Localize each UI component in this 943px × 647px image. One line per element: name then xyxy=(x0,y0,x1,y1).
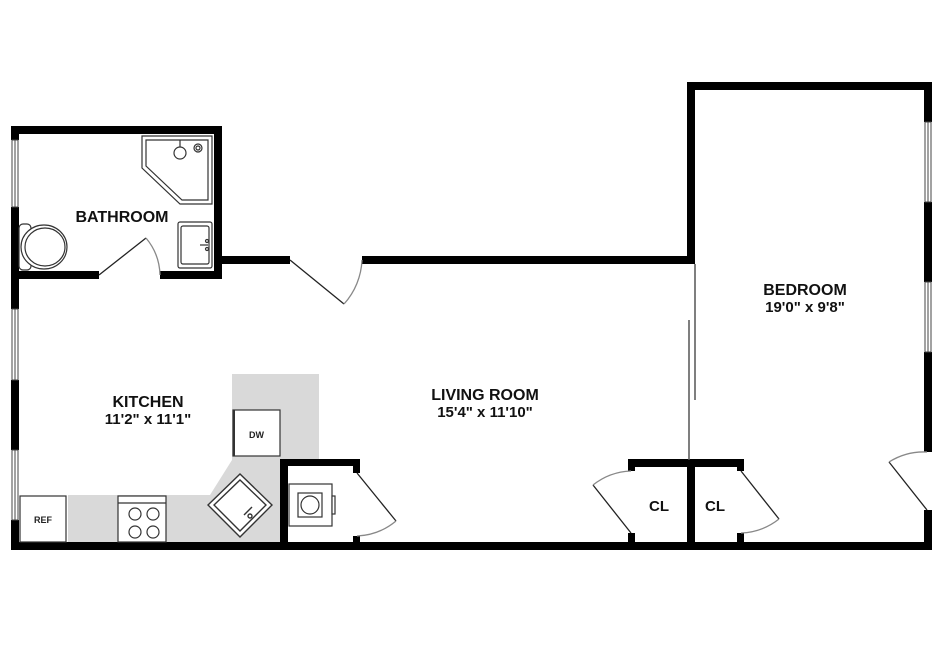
room-name: BATHROOM xyxy=(75,209,169,226)
closet-label-right: CL xyxy=(705,498,725,515)
room-label-bathroom: BATHROOM xyxy=(62,209,182,227)
walls xyxy=(11,82,932,550)
room-dimensions: 19'0" x 9'8" xyxy=(765,298,845,316)
room-name: KITCHEN xyxy=(112,394,184,411)
windows xyxy=(11,121,932,521)
dishwasher-icon xyxy=(232,409,281,457)
room-label-living-room: LIVING ROOM 15'4" x 11'10" xyxy=(410,387,560,421)
closet-label-left: CL xyxy=(649,498,669,515)
stove-icon xyxy=(117,495,167,543)
room-label-kitchen: KITCHEN 11'2" x 11'1" xyxy=(78,394,218,428)
kitchen-sink-icon xyxy=(207,473,273,538)
shower-icon xyxy=(141,135,213,205)
sliding-partition xyxy=(688,264,696,460)
room-dimensions: 11'2" x 11'1" xyxy=(104,410,192,428)
refrigerator-label: REF xyxy=(34,515,52,525)
dishwasher-label: DW xyxy=(249,430,264,440)
washer-icon xyxy=(288,483,336,527)
room-dimensions: 15'4" x 11'10" xyxy=(437,403,533,421)
doors xyxy=(98,237,928,537)
room-name: LIVING ROOM xyxy=(431,387,539,404)
room-label-bedroom: BEDROOM 19'0" x 9'8" xyxy=(740,282,870,316)
room-name: BEDROOM xyxy=(763,282,847,299)
toilet-icon xyxy=(18,223,68,271)
bathroom-sink-icon xyxy=(177,221,213,269)
refrigerator-icon xyxy=(19,495,67,543)
